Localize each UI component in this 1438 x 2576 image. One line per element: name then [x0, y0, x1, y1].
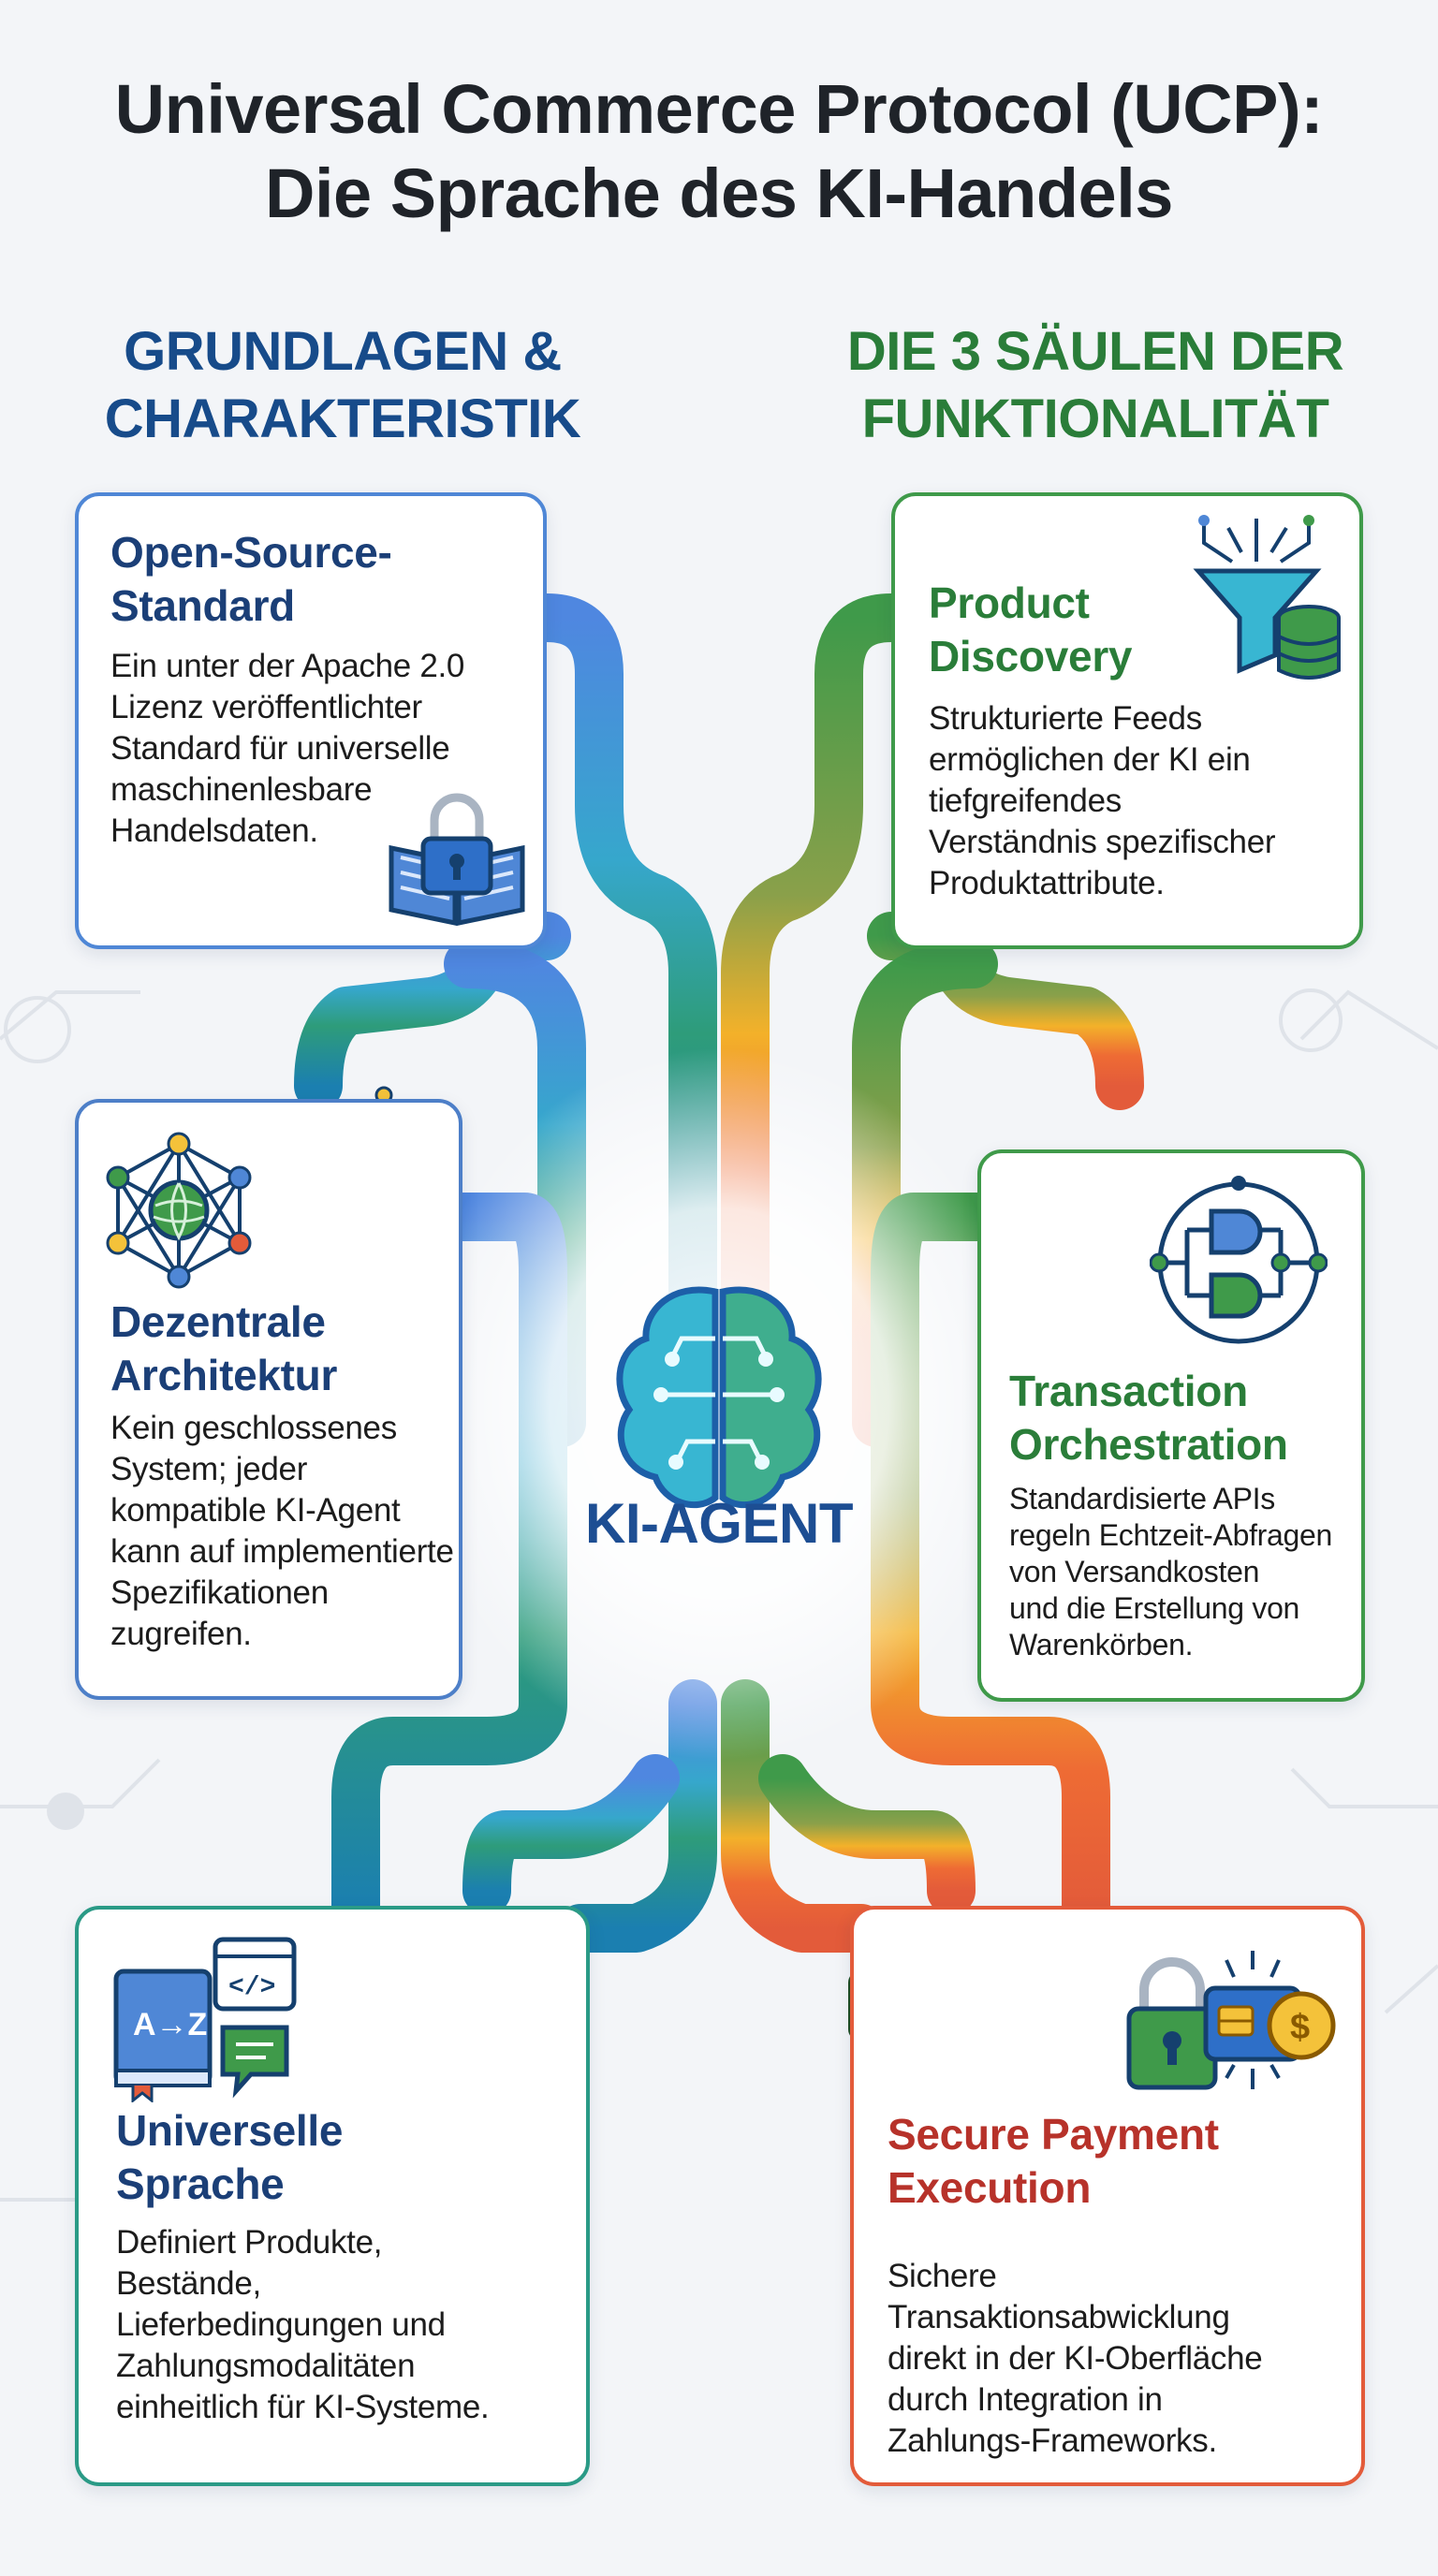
ki-agent-label: KI-AGENT: [585, 1492, 853, 1555]
card-title-line: Product: [929, 578, 1090, 627]
card-text-line: kann auf implementierte: [110, 1533, 454, 1570]
card-text-line: und die Erstellung von: [1009, 1591, 1300, 1625]
card-title: Universelle Sprache: [116, 2104, 343, 2211]
card-text-line: Zahlungs-Frameworks.: [888, 2422, 1217, 2459]
card-text-line: System; jeder: [110, 1451, 308, 1487]
card-description: Sichere Transaktionsabwicklung direkt in…: [888, 2256, 1263, 2462]
card-title-line: Open-Source-: [110, 528, 392, 577]
card-text-line: maschinenlesbare: [110, 771, 373, 808]
svg-text:A→Z: A→Z: [133, 2007, 207, 2042]
svg-text:$: $: [1290, 2008, 1310, 2047]
card-title-line: Universelle: [116, 2106, 344, 2155]
card-text-line: Kein geschlossenes: [110, 1410, 397, 1446]
logic-circuit-icon: [1150, 1176, 1328, 1344]
card-text-line: Handelsdaten.: [110, 812, 318, 849]
card-open-source-standard: Open-Source- Standard Ein unter der Apac…: [75, 492, 547, 949]
card-title: Open-Source- Standard: [110, 526, 392, 633]
card-title-line: Transaction: [1009, 1367, 1248, 1415]
card-text-line: Zahlungsmodalitäten: [116, 2348, 416, 2384]
title-line-2: Die Sprache des KI-Handels: [265, 154, 1173, 232]
title-line-1: Universal Commerce Protocol (UCP):: [114, 70, 1324, 148]
left-heading-line-2: CHARAKTERISTIK: [104, 388, 581, 449]
card-text-line: Ein unter der Apache 2.0: [110, 648, 465, 684]
card-text-line: Standardisierte APIs: [1009, 1482, 1275, 1515]
card-description: Strukturierte Feeds ermöglichen der KI e…: [929, 698, 1276, 904]
card-text-line: Lizenz veröffentlichter: [110, 689, 422, 725]
card-text-line: Standard für universelle: [110, 730, 450, 767]
card-text-line: einheitlich für KI-Systeme.: [116, 2389, 490, 2425]
brain-circuit-icon: [616, 1286, 822, 1509]
card-text-line: zugreifen.: [110, 1616, 252, 1652]
card-text-line: Produktattribute.: [929, 865, 1165, 901]
card-title-line: Execution: [888, 2163, 1092, 2212]
right-column-heading: DIE 3 SÄULEN DER FUNKTIONALITÄT: [805, 318, 1386, 453]
card-text-line: regeln Echtzeit-Abfragen: [1009, 1518, 1333, 1552]
card-text-line: Warenkörben.: [1009, 1628, 1194, 1661]
page-title: Universal Commerce Protocol (UCP): Die S…: [0, 67, 1438, 236]
card-text-line: tiefgreifendes: [929, 783, 1122, 819]
card-title-line: Dezentrale: [110, 1297, 326, 1346]
card-description: Definiert Produkte, Bestände, Lieferbedi…: [116, 2222, 490, 2428]
card-text-line: Spezifikationen: [110, 1574, 329, 1611]
card-transaction-orchestration: Transaction Orchestration Standardisiert…: [977, 1149, 1365, 1702]
card-text-line: Verständnis spezifischer: [929, 824, 1276, 860]
card-title: Secure Payment Execution: [888, 2108, 1219, 2215]
card-text-line: direkt in der KI-Oberfläche: [888, 2340, 1263, 2377]
card-description: Standardisierte APIs regeln Echtzeit-Abf…: [1009, 1481, 1332, 1663]
right-heading-line-2: FUNKTIONALITÄT: [861, 388, 1329, 449]
left-heading-line-1: GRUNDLAGEN &: [124, 321, 562, 382]
svg-text:</>: </>: [228, 1973, 275, 2002]
card-text-line: kompatible KI-Agent: [110, 1492, 401, 1529]
card-text-line: Sichere: [888, 2258, 997, 2294]
card-text-line: Bestände,: [116, 2265, 261, 2302]
book-lock-icon: [389, 793, 525, 927]
card-description: Ein unter der Apache 2.0 Lizenz veröffen…: [110, 646, 464, 852]
lock-card-coin-icon: $: [1126, 1951, 1336, 2090]
card-universelle-sprache: A→Z </> Universelle Sprache Definiert Pr…: [75, 1906, 590, 2486]
card-title-line: Architektur: [110, 1351, 338, 1399]
card-text-line: Lieferbedingungen und: [116, 2306, 446, 2343]
card-title-line: Discovery: [929, 632, 1133, 681]
card-secure-payment-execution: $ Secure Payment Execution Sichere Trans…: [850, 1906, 1365, 2486]
dictionary-code-icon: A→Z </>: [113, 1937, 297, 2102]
card-text-line: von Versandkosten: [1009, 1555, 1260, 1588]
card-dezentrale-architektur: Dezentrale Architektur Kein geschlossene…: [75, 1099, 462, 1700]
card-description: Kein geschlossenes System; jeder kompati…: [110, 1408, 454, 1655]
network-globe-icon: [106, 1132, 252, 1289]
card-title: Transaction Orchestration: [1009, 1365, 1288, 1471]
card-title-line: Standard: [110, 581, 295, 630]
card-text-line: ermöglichen der KI ein: [929, 741, 1251, 778]
card-title-line: Secure Payment: [888, 2110, 1219, 2159]
card-text-line: Transaktionsabwicklung: [888, 2299, 1230, 2335]
card-title: Dezentrale Architektur: [110, 1295, 337, 1402]
card-title: Product Discovery: [929, 577, 1133, 683]
card-text-line: Definiert Produkte,: [116, 2224, 383, 2261]
card-product-discovery: Product Discovery Strukturierte Feeds er…: [891, 492, 1363, 949]
left-column-heading: GRUNDLAGEN & CHARAKTERISTIK: [52, 318, 633, 453]
card-title-line: Sprache: [116, 2159, 285, 2208]
card-text-line: durch Integration in: [888, 2381, 1163, 2418]
card-text-line: Strukturierte Feeds: [929, 700, 1202, 737]
funnel-database-icon: [1193, 515, 1341, 680]
card-title-line: Orchestration: [1009, 1420, 1288, 1469]
right-heading-line-1: DIE 3 SÄULEN DER: [846, 321, 1344, 382]
